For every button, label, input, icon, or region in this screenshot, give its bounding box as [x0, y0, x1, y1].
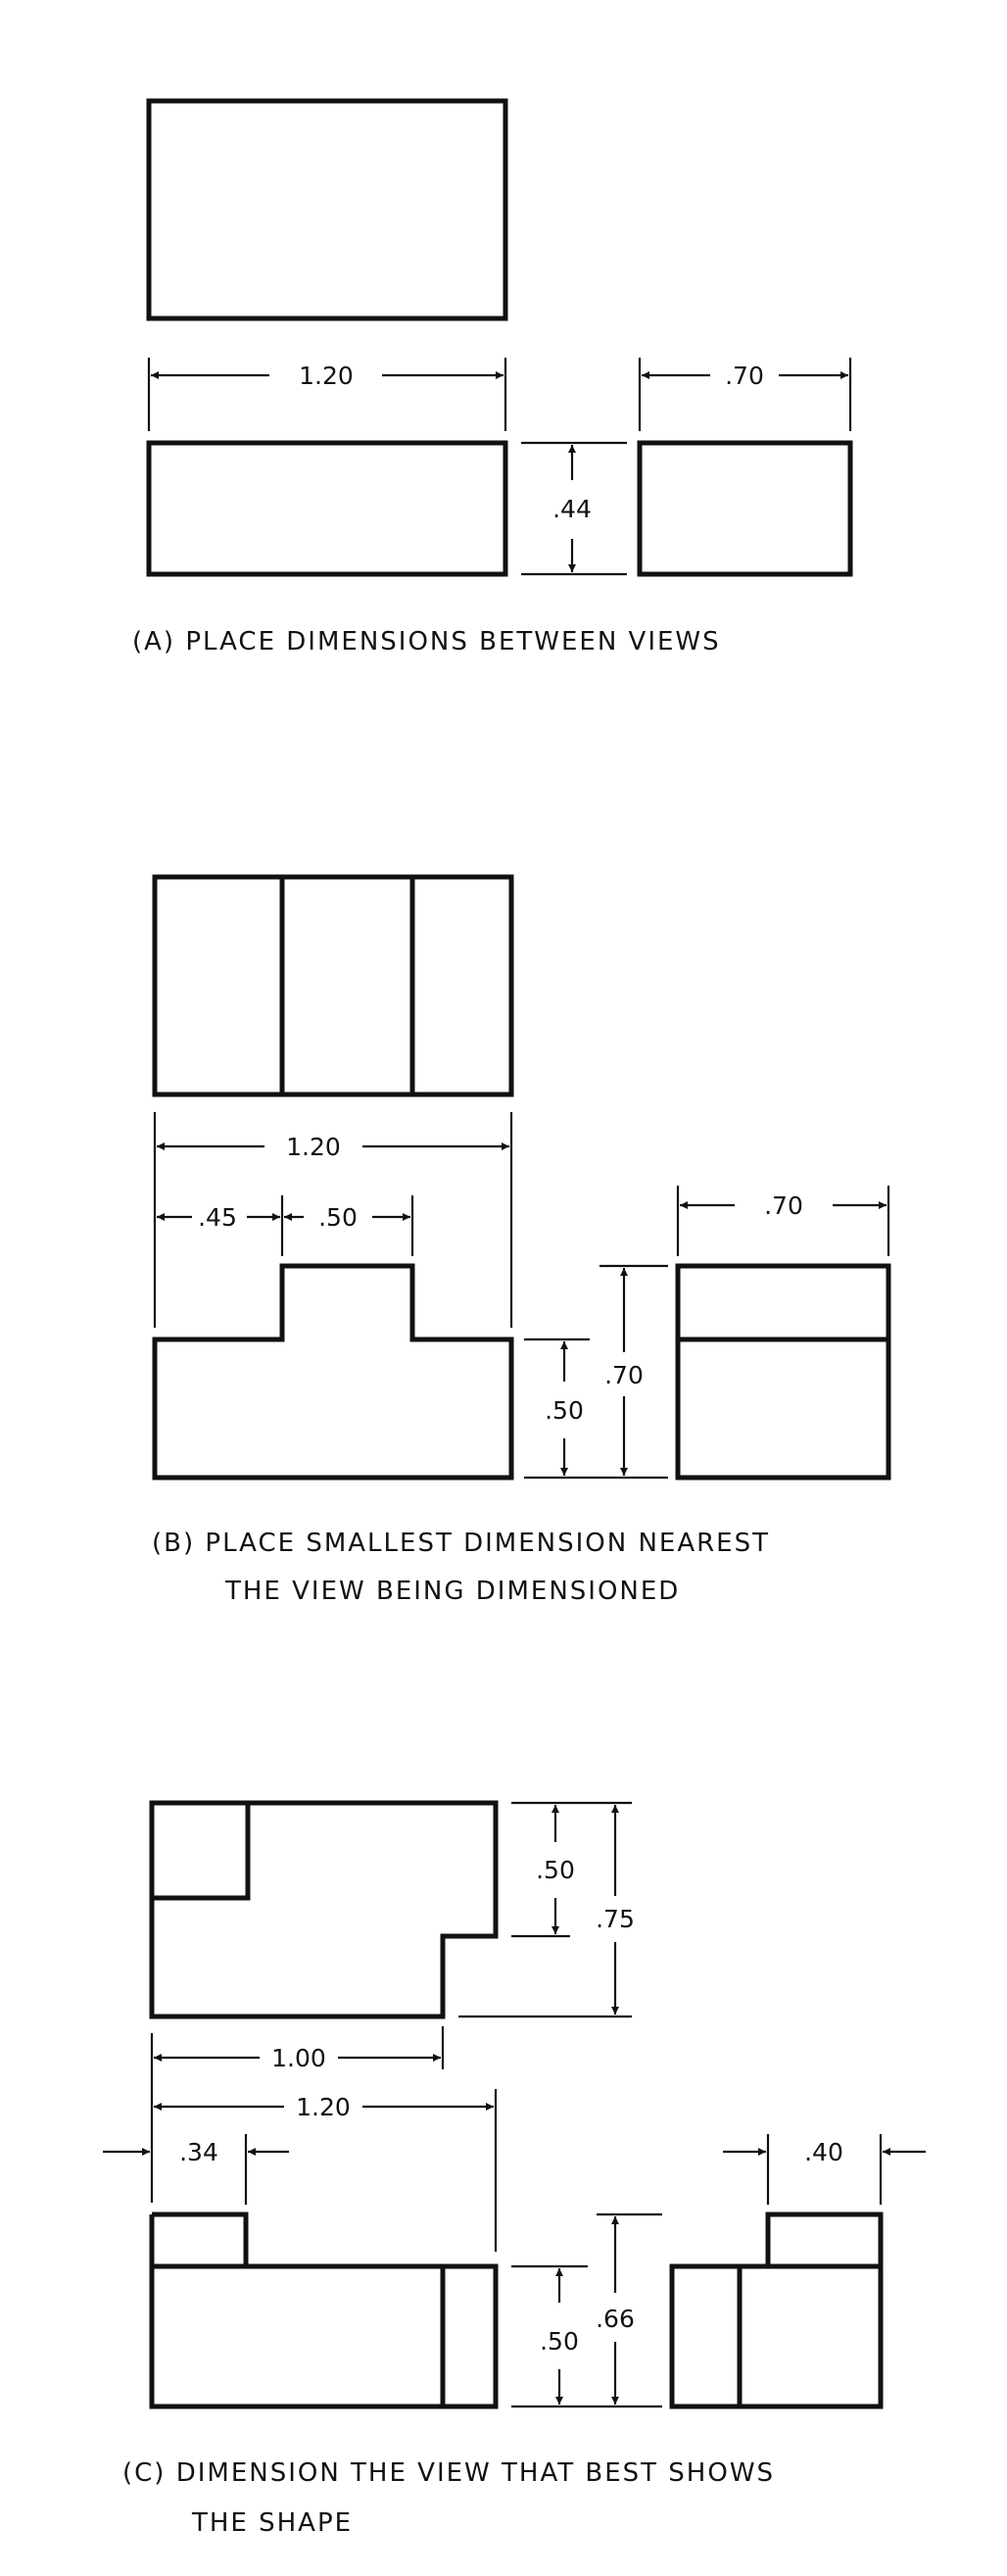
figure-b: 1.20 .45 .50 .70 .50	[152, 874, 891, 1606]
height-label: .44	[552, 495, 592, 523]
height-dimensions: .50 .70	[524, 1264, 668, 1480]
total-height-label: .66	[596, 2305, 635, 2333]
step-left-dimension: .34	[103, 2134, 289, 2205]
base-height-label: .50	[545, 1396, 584, 1425]
width-label: 1.20	[299, 362, 354, 390]
depth-label: .70	[764, 1191, 803, 1220]
top-view-notch	[152, 1803, 251, 1901]
total-height-label: .70	[604, 1361, 644, 1389]
width-dimension: 1.20	[154, 2089, 498, 2252]
figure-a: 1.20 .70 .44 (A) PLACE DIMENSIONS BETWEE…	[132, 98, 853, 656]
notch-length-dimension: 1.00	[150, 2026, 445, 2203]
front-view	[149, 2214, 499, 2409]
step-left-label: .34	[179, 2138, 218, 2166]
height-dimensions: .50 .66	[511, 2212, 662, 2408]
caption-b-line1: (B) PLACE SMALLEST DIMENSION NEAREST	[152, 1529, 770, 1558]
width-dimension: 1.20	[153, 1112, 513, 1328]
depth-dimension: .70	[638, 358, 852, 431]
notch-length-label: 1.00	[271, 2044, 326, 2072]
caption-a: (A) PLACE DIMENSIONS BETWEEN VIEWS	[132, 627, 721, 656]
width-label: 1.20	[286, 1133, 341, 1161]
depth-label: .70	[725, 362, 764, 390]
width-label: 1.20	[296, 2093, 351, 2121]
figure-c: .50 .75 1.00 1.20 .34	[103, 1800, 926, 2538]
boss-width-label: .50	[318, 1203, 358, 1232]
left-step-label: .45	[198, 1203, 237, 1232]
height-dimension: .44	[521, 441, 627, 576]
side-view	[675, 1263, 891, 1481]
caption-b-line2: THE VIEW BEING DIMENSIONED	[224, 1577, 680, 1606]
step-right-label: .40	[804, 2138, 843, 2166]
front-view-step	[152, 2211, 249, 2266]
notch-depth-label: .50	[536, 1856, 575, 1884]
caption-c-line1: (C) DIMENSION THE VIEW THAT BEST SHOWS	[122, 2458, 775, 2488]
top-view	[149, 1800, 499, 2019]
side-view	[669, 2263, 884, 2409]
caption-c-line2: THE SHAPE	[191, 2508, 353, 2538]
depth-dimension: .70	[676, 1186, 890, 1256]
width-dimension: 1.20	[147, 358, 507, 431]
top-view	[152, 874, 514, 1097]
side-view-step	[765, 2211, 884, 2266]
step-dimensions: .45 .50	[157, 1195, 414, 1256]
front-view	[146, 440, 508, 577]
top-view	[146, 98, 508, 321]
depth-dimensions: .50 .75	[458, 1801, 635, 2018]
side-view	[637, 440, 853, 577]
step-right-dimension: .40	[723, 2134, 926, 2205]
front-view	[152, 1263, 514, 1481]
base-height-label: .50	[540, 2327, 579, 2356]
total-depth-label: .75	[596, 1905, 635, 1933]
